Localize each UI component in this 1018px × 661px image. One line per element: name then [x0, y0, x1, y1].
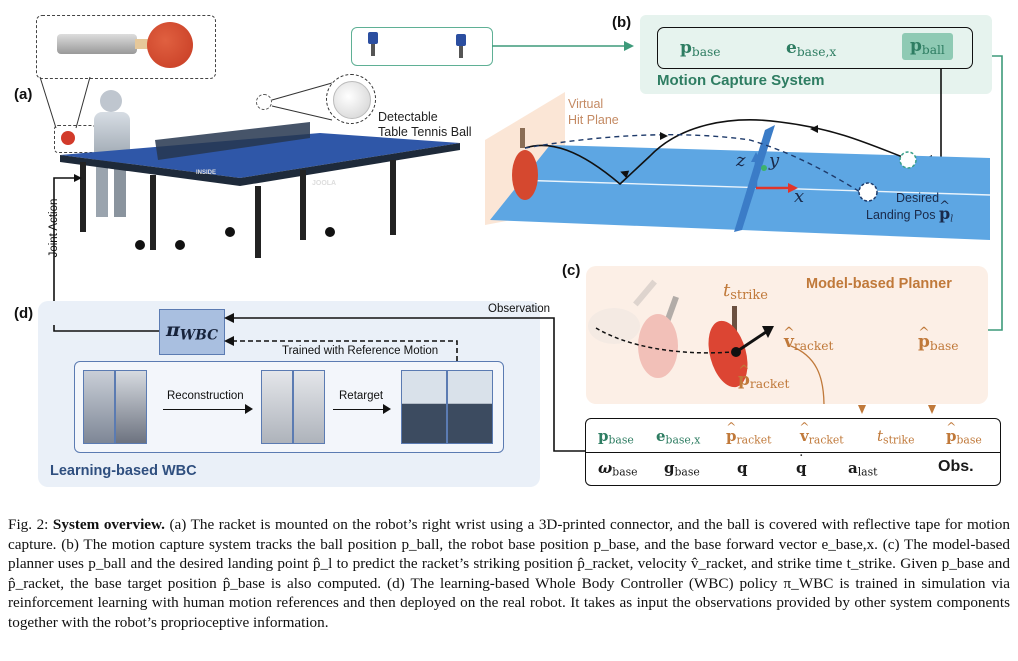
observation-label: Observation: [488, 303, 551, 315]
sim-robot-frame: [447, 370, 493, 444]
trained-with-reference-label: Trained with Reference Motion: [282, 345, 439, 357]
robot-wrist-image: [57, 34, 137, 54]
racket-icon: [512, 150, 538, 200]
observation-table-divider: [586, 452, 1000, 453]
table-net: [734, 125, 775, 232]
reconstruction-arrowhead: [245, 404, 253, 414]
landing-point-symbol: p: [939, 206, 950, 222]
z-axis-label: z: [736, 150, 746, 171]
joint-action-arrow: [53, 174, 82, 330]
retarget-label: Retarget: [339, 390, 384, 402]
obs-t-strike: tstrike: [877, 427, 915, 447]
observation-table: pbase ebase,x pracket vracket tstrike pb…: [585, 418, 1001, 486]
incoming-ball-icon: [899, 151, 917, 169]
y-axis-label: y: [769, 150, 780, 171]
p-ball-var: pball: [902, 33, 953, 61]
human-video-frame: [83, 370, 115, 444]
planner-title: Model-based Planner: [806, 276, 952, 292]
panel-b-label: (b): [612, 14, 632, 31]
hit-scene-diagram: [485, 92, 991, 240]
mocap-system-panel: pbase ebase,x pball Motion Capture Syste…: [640, 15, 992, 94]
ball-trajectory: [524, 119, 906, 186]
p-base-var: pbase: [680, 38, 721, 60]
wbc-panel-title: Learning-based WBC: [50, 463, 197, 479]
racket-closeup-box: [36, 15, 216, 79]
p-racket-label: pracket: [738, 370, 789, 391]
mocap-vars-box: pbase ebase,x pball: [657, 27, 973, 69]
table-tennis-table-image: [60, 122, 460, 258]
model-based-planner-panel: Model-based Planner tstrike vracket prac…: [586, 266, 988, 404]
obs-p-racket: pracket: [726, 427, 771, 447]
small-racket-icon: [61, 131, 75, 145]
closeup-connector-lines: [39, 76, 333, 129]
reflective-ball-icon: [333, 81, 371, 119]
mocap-system-title: Motion Capture System: [657, 72, 825, 89]
obs-q-dot: q: [796, 459, 807, 477]
cameras-to-mocap-arrow: [492, 41, 634, 51]
panel-d-label: (d): [14, 305, 34, 322]
caption-fig-number: Fig. 2:: [8, 516, 49, 533]
table-surface: [490, 145, 990, 240]
obs-e-base-x: ebase,x: [656, 427, 701, 447]
reconstruction-arrow: [163, 409, 247, 410]
caption-title: System overview.: [52, 516, 165, 533]
e-base-x-var: ebase,x: [786, 38, 837, 60]
figure-caption: Fig. 2: System overview. (a) The racket …: [8, 515, 1010, 633]
ball-zoom-circle: [326, 74, 376, 124]
learning-wbc-panel: Learning-based WBC Reconstruction Retarg…: [38, 301, 540, 487]
t-strike-label: tstrike: [723, 280, 768, 304]
obs-v-racket: vracket: [800, 427, 844, 447]
p-base-target-label: pbase: [918, 332, 959, 353]
y-axis: [761, 165, 767, 171]
obs-q: q: [737, 459, 748, 477]
obs-a-last: alast: [848, 459, 878, 479]
camera-stand-icon: [371, 44, 375, 56]
sim-robot-frame: [401, 370, 447, 444]
camera-icon: [368, 32, 378, 44]
table-brand-text: JOOLA: [312, 180, 337, 187]
planner-output-arrows: [858, 405, 936, 414]
ball-callout-label: Detectable Table Tennis Ball: [378, 110, 472, 139]
table-side-text: INSIDE: [196, 170, 217, 176]
virtual-hit-plane-label: Virtual Hit Plane: [568, 97, 619, 127]
reconstructed-mesh-frame: [261, 370, 293, 444]
reconstruction-label: Reconstruction: [167, 390, 244, 402]
reconstructed-mesh-frame: [293, 370, 325, 444]
wbc-policy-box: πWBC: [159, 309, 225, 355]
human-video-frame: [115, 370, 147, 444]
panel-c-label: (c): [562, 262, 581, 279]
panel-a-label: (a): [14, 86, 33, 103]
x-axis-label: x: [794, 186, 805, 207]
obs-p-base-target: pbase: [946, 427, 982, 447]
small-ball-circle: [256, 94, 272, 110]
obs-g-base: gbase: [664, 459, 700, 479]
v-racket-label: vracket: [784, 332, 833, 353]
desired-landing-ball-icon: [858, 182, 878, 202]
reference-motion-box: Reconstruction Retarget: [74, 361, 504, 453]
obs-omega-base: ωbase: [598, 459, 638, 479]
caption-body: (a) The racket is mounted on the robot’s…: [8, 516, 1010, 631]
wbc-connections: [53, 313, 585, 452]
desired-landing-label: Desired Landing Pos pl: [866, 190, 953, 227]
racket-head-image: [147, 22, 193, 68]
camera-stand-icon: [459, 46, 463, 58]
mocap-cameras-box: [351, 27, 493, 66]
obs-label: Obs.: [938, 458, 974, 475]
retarget-arrowhead: [383, 404, 391, 414]
retarget-arrow: [333, 409, 385, 410]
camera-icon: [456, 34, 466, 46]
obs-p-base: pbase: [598, 427, 634, 447]
wbc-policy-symbol: πWBC: [166, 319, 218, 344]
racket-handle: [135, 39, 149, 49]
